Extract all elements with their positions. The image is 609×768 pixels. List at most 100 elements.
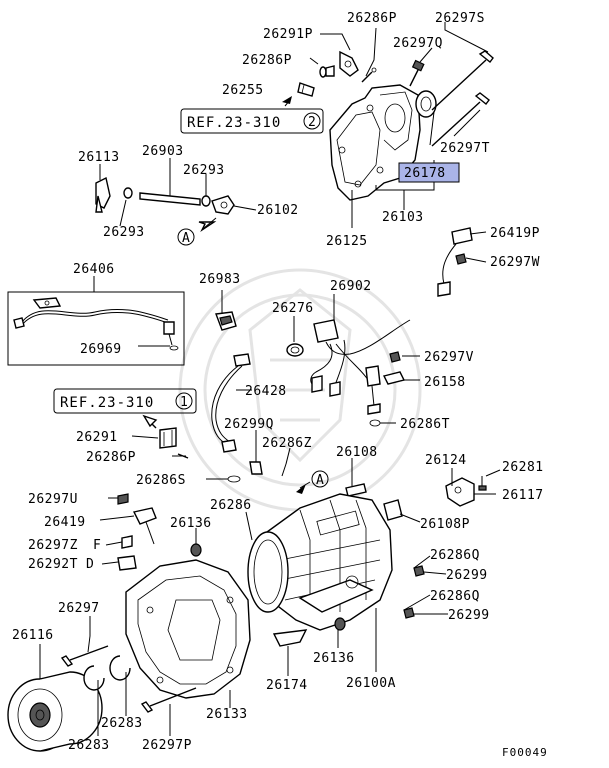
label-26293-left: 26293 — [103, 225, 145, 240]
fitting-26255[interactable] — [297, 82, 315, 97]
label-26297p: 26297P — [142, 738, 192, 753]
gasket-26286[interactable] — [247, 531, 289, 613]
bolt-26297[interactable] — [60, 645, 109, 667]
label-f-suffix: F — [93, 538, 101, 553]
nut-26299q[interactable] — [249, 461, 263, 475]
shaft-26903[interactable] — [139, 192, 201, 206]
label-26108: 26108 — [336, 445, 378, 460]
torque-converter-26116[interactable] — [7, 671, 103, 752]
label-26299q: 26299Q — [224, 417, 274, 432]
part-26108[interactable] — [345, 483, 367, 497]
arrow-a-top — [198, 217, 217, 233]
lever-26102[interactable] — [211, 195, 235, 215]
wiring-harness-26902[interactable] — [310, 319, 411, 415]
lever-26113[interactable] — [95, 176, 111, 213]
snapring-26283-right[interactable] — [109, 655, 131, 681]
label-26286p-top: 26286P — [347, 11, 397, 26]
pin-26286p-top[interactable] — [361, 67, 377, 83]
marker-a-mid: A — [296, 470, 329, 494]
part-labels: 26286P 26291P 26297S 26286P 26297Q 26255… — [12, 11, 544, 753]
part-26108p[interactable] — [383, 499, 403, 521]
label-26297u: 26297U — [28, 492, 78, 507]
label-26297z: 26297Z — [28, 538, 78, 553]
extension-housing-26125[interactable] — [329, 84, 421, 201]
bolt-26299-a[interactable] — [413, 565, 425, 577]
label-26297w: 26297W — [490, 255, 540, 270]
sensor-26291[interactable] — [159, 427, 177, 449]
label-26102: 26102 — [257, 203, 299, 218]
highlighted-part-26178[interactable]: 26178 — [398, 162, 460, 183]
bolt-26281[interactable] — [478, 476, 487, 491]
bracket-26124[interactable] — [445, 477, 475, 507]
sensor-harness-26428[interactable] — [211, 353, 251, 453]
arrow-sensor — [142, 414, 158, 429]
oil-seal-26297q[interactable] — [415, 90, 437, 118]
plug-26136-lower[interactable] — [334, 617, 346, 631]
label-26297q: 26297Q — [393, 36, 443, 51]
bolt-26297w[interactable] — [455, 253, 467, 265]
highlighted-part-label: 26178 — [404, 166, 446, 181]
figure-code: F00049 — [502, 746, 548, 759]
label-26419p: 26419P — [490, 226, 540, 241]
clamp-26276[interactable] — [286, 343, 304, 357]
label-26286s: 26286S — [136, 473, 186, 488]
label-26297s: 26297S — [435, 11, 485, 26]
oring-26286t[interactable] — [369, 419, 381, 427]
label-26281: 26281 — [502, 460, 544, 475]
label-26428: 26428 — [245, 384, 287, 399]
label-26255: 26255 — [222, 83, 264, 98]
pin-26286z[interactable] — [281, 463, 287, 477]
label-d-suffix: D — [86, 557, 94, 572]
part-26297z-f[interactable] — [121, 535, 133, 549]
label-26286: 26286 — [210, 498, 252, 513]
sensor-26419[interactable] — [132, 507, 157, 545]
washer-26293-left[interactable] — [123, 187, 133, 199]
snapring-26283-left[interactable] — [83, 665, 105, 691]
label-26293-right: 26293 — [183, 163, 225, 178]
plug-26136-upper[interactable] — [190, 543, 202, 557]
label-26286p-left: 26286P — [86, 450, 136, 465]
bracket-26158[interactable] — [382, 371, 406, 385]
oring-26286s[interactable] — [227, 475, 241, 483]
label-26116: 26116 — [12, 628, 54, 643]
ref-box-1[interactable]: REF.23-310 2 — [180, 96, 324, 134]
label-26297: 26297 — [58, 601, 100, 616]
label-26125: 26125 — [326, 234, 368, 249]
ref-box-2[interactable]: REF.23-310 1 — [53, 388, 197, 414]
label-26291: 26291 — [76, 430, 118, 445]
switch-26983[interactable] — [215, 311, 237, 331]
leader-lines — [39, 22, 501, 736]
label-26158: 26158 — [424, 375, 466, 390]
bolt-26297t[interactable] — [431, 92, 490, 147]
sensor-26291p[interactable] — [339, 50, 359, 77]
label-26113: 26113 — [78, 150, 120, 165]
bolt-26297v[interactable] — [389, 351, 401, 363]
bolt-26299-b[interactable] — [403, 607, 415, 619]
label-26291p: 26291P — [263, 27, 313, 42]
label-26297t: 26297T — [440, 141, 490, 156]
harness-26419p[interactable] — [437, 227, 473, 297]
ref-box-2-num: 1 — [180, 395, 188, 410]
connector-26297u[interactable] — [117, 493, 129, 505]
label-26299-b: 26299 — [448, 608, 490, 623]
label-26419: 26419 — [44, 515, 86, 530]
label-26100a: 26100A — [346, 676, 396, 691]
part-26292t-d[interactable] — [117, 555, 137, 571]
label-26286t: 26286T — [400, 417, 450, 432]
label-26283-right: 26283 — [101, 716, 143, 731]
label-26108p: 26108P — [420, 517, 470, 532]
ref-box-1-text: REF.23-310 — [187, 115, 281, 131]
washer-26293-right[interactable] — [201, 195, 211, 207]
label-26136-upper: 26136 — [170, 516, 212, 531]
harness-box-26406[interactable] — [7, 291, 185, 366]
plate-26174[interactable] — [272, 629, 308, 647]
converter-housing-26133[interactable] — [125, 559, 251, 699]
oring-26286p[interactable] — [319, 65, 335, 78]
bolt-26297q-small[interactable] — [409, 59, 425, 87]
label-26276: 26276 — [272, 301, 314, 316]
label-26292t: 26292T — [28, 557, 78, 572]
bolt-26297s[interactable] — [431, 50, 494, 111]
label-26286q-b: 26286Q — [430, 589, 480, 604]
bolt-26297p[interactable] — [140, 687, 197, 713]
